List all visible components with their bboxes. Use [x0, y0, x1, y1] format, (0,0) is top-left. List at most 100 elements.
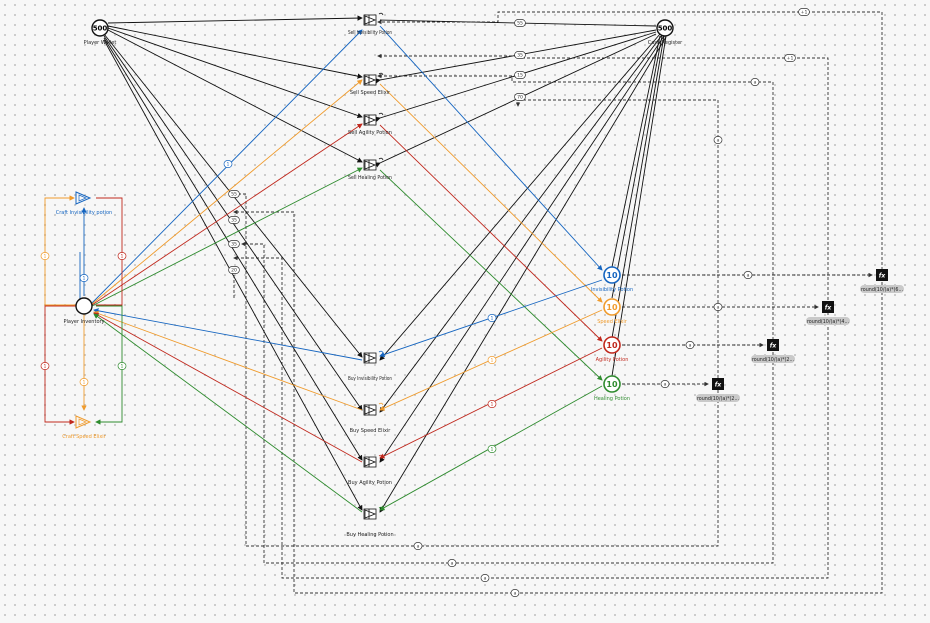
stock-label: Agility Potion [596, 357, 629, 363]
modifier-a-1-text: a [717, 306, 720, 311]
flow-rate-7: 1 [487, 314, 497, 322]
flow-rate-4: 1 [40, 362, 50, 370]
stock-label: Invisibility Potion [591, 287, 633, 293]
modifier-bottom-2-text: a [484, 577, 487, 582]
formula-label: round(10/(a)*(6... [861, 287, 903, 293]
buy-converter-label: Buy Invisibility Potion [348, 376, 392, 382]
formula-register-2[interactable]: fx round(10/(a)*(2... [751, 339, 795, 363]
stock-value: 10 [606, 380, 618, 389]
crafter-label: Craft Speed Elixir [62, 434, 106, 440]
svg-text:500: 500 [658, 25, 673, 33]
formula-register-3[interactable]: fxround(10/(a)*(2... [696, 378, 740, 402]
flow-rate-3: 1 [79, 274, 89, 282]
sell-converter-1[interactable]: Sell Speed Elixir [350, 72, 391, 96]
crafter-1[interactable]: Craft Speed Elixir [62, 415, 107, 440]
stock-value: 10 [606, 271, 618, 280]
svg-text:Player Wallet: Player Wallet [84, 40, 117, 46]
formula-label: round(10/(a)*(2... [752, 357, 794, 363]
sell-converter-label: Sell Invisibility Potion [348, 30, 392, 36]
converter-icon [364, 405, 377, 415]
stock-label: Healing Potion [594, 396, 630, 402]
player-inventory-pool[interactable]: Player Inventory [63, 297, 105, 325]
flow-rate-3-text: 1 [83, 276, 86, 282]
trigger-icon [378, 506, 384, 510]
flow-rate-2-text: 1 [44, 254, 47, 260]
modifier-plus-1-text: +1 [787, 56, 794, 62]
stock-value: 10 [606, 303, 618, 312]
svg-text:500: 500 [93, 25, 108, 33]
stock-label: Speed Elixir [597, 319, 628, 325]
flow-rate-8: 1 [487, 356, 497, 364]
fx-icon: fx [770, 343, 778, 350]
buy-price-2: 35 [228, 240, 240, 248]
buy-price-1-text: 35 [231, 218, 237, 224]
buy-price-3: 20 [228, 266, 240, 274]
flow-rate-0-text: 1 [227, 162, 230, 168]
modifier-bottom-0-text: a [417, 545, 420, 550]
buy-price-3-text: 20 [231, 268, 237, 274]
flow-rate-2: 1 [40, 252, 50, 260]
modifier-bottom-2: a [480, 574, 490, 582]
buy-price-0: 55 [228, 190, 240, 198]
sell-price-1-text: 35 [517, 53, 523, 59]
modifier-bottom-1: a [447, 559, 457, 567]
buy-converter-3[interactable]: Buy Healing Potion [346, 506, 394, 538]
sell-price-1: 35 [514, 51, 526, 59]
modifier-a-5-text: a [754, 81, 757, 86]
cash-register-pool[interactable]: 500 Cash Register [648, 19, 683, 46]
converter-icon [364, 509, 377, 519]
player-wallet-pool[interactable]: 500 Player Wallet [84, 19, 117, 46]
buy-converter-0[interactable]: Buy Invisibility Potion [348, 350, 392, 382]
modifier-plus-1: +1 [784, 54, 796, 62]
fx-icon: fx [879, 273, 887, 280]
buy-converter-label: Buy Agility Potion [348, 480, 392, 486]
modifier-bottom-0: a [413, 542, 423, 550]
svg-text:Cash Register: Cash Register [648, 40, 683, 46]
flow-rate-6: 1 [79, 378, 89, 386]
flow-rate-5: 1 [117, 362, 127, 370]
modifier-a-3: a [660, 380, 670, 388]
buy-converter-label: Buy Healing Potion [346, 532, 393, 538]
formula-register-0[interactable]: fx round(10/(a)*(6... [860, 269, 904, 293]
buy-converter-label: Buy Speed Elixir [350, 428, 392, 434]
crafter-label: Craft Invisibility potion [56, 210, 112, 216]
modifier-plus-0: +1 [798, 8, 810, 16]
converter-icon [364, 160, 377, 170]
svg-text:Player Inventory: Player Inventory [63, 319, 104, 325]
flow-rate-6-text: 1 [83, 380, 86, 386]
sell-converter-label: Sell Agility Potion [348, 130, 392, 136]
sell-price-3: 70 [514, 93, 526, 101]
modifier-a-2: a [685, 341, 695, 349]
flow-rate-8-text: 1 [491, 358, 494, 364]
crafter-0[interactable]: Craft Invisibility potion [56, 191, 112, 216]
formula-register-1[interactable]: fxround(10/(a)*(4... [806, 301, 850, 325]
stock-value: 10 [606, 341, 618, 350]
buy-converter-1[interactable]: Buy Speed Elixir [350, 402, 392, 434]
modifier-a-4: a [713, 136, 723, 144]
flow-rate-10-text: 1 [491, 447, 494, 453]
flow-rate-4-text: 1 [44, 364, 47, 370]
modifier-bottom-3-text: a [514, 592, 517, 597]
formula-label: round(10/(a)*(4... [807, 319, 849, 325]
fx-icon: fx [715, 382, 723, 389]
sell-converter-2[interactable]: Sell Agility Potion [348, 112, 392, 136]
sell-price-0: 55 [514, 19, 526, 27]
sell-converter-0[interactable]: Sell Invisibility Potion [348, 12, 392, 36]
sell-converter-3[interactable]: Sell Healing Potion [348, 157, 392, 181]
converter-icon [364, 15, 377, 25]
flow-rate-1-text: 1 [121, 254, 124, 260]
flow-rate-7-text: 1 [491, 316, 494, 322]
converter-icon [364, 115, 377, 125]
converter-icon [364, 457, 377, 467]
buy-price-2-text: 35 [231, 242, 237, 248]
flow-rate-5-text: 1 [121, 364, 124, 370]
trigger-icon [378, 402, 384, 406]
buy-converter-2[interactable]: Buy Agility Potion [348, 454, 392, 486]
sell-price-3-text: 70 [517, 95, 523, 101]
